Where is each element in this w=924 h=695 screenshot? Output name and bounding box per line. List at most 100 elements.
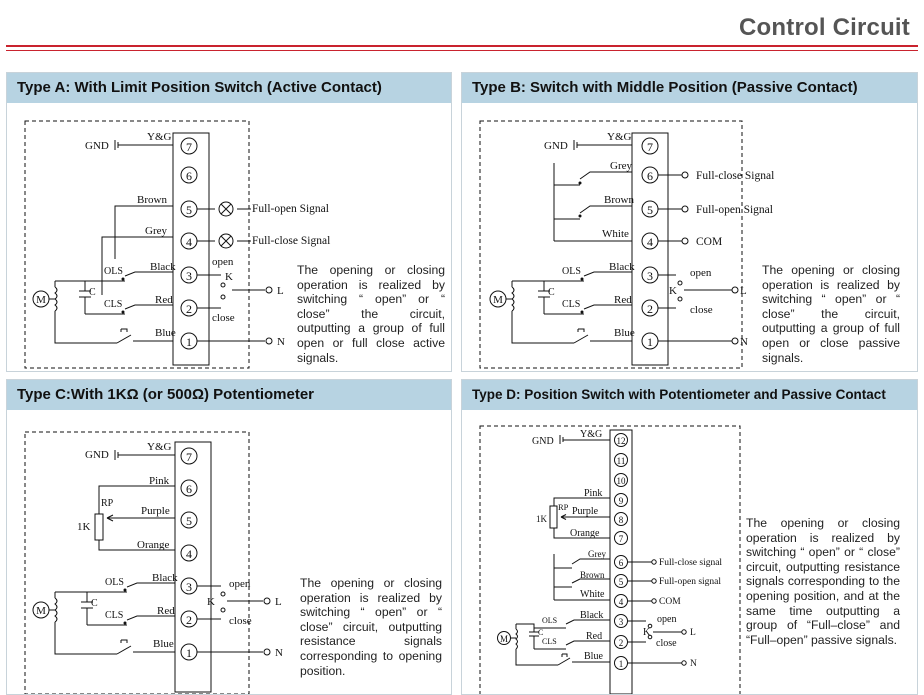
terminal-5: 5	[180, 200, 198, 218]
terminal-block	[174, 441, 212, 693]
rp-label: RP	[558, 502, 569, 512]
rp-label: RP	[101, 498, 114, 509]
circuit-diagram: 7 6 5 4 3 2 1 GND Y&G Grey Brown White F…	[479, 120, 774, 369]
full-close-signal-label: Full-close Signal	[696, 170, 774, 182]
svg-text:1: 1	[186, 335, 192, 349]
black-wire-label: Black	[150, 261, 176, 273]
pink-wire-label: Pink	[149, 475, 170, 487]
resistance-label: 1K	[536, 514, 548, 524]
terminal-3: 3	[180, 266, 198, 284]
terminal-1: 1	[180, 332, 198, 350]
panel-description: The opening or closing operation is real…	[762, 263, 900, 365]
potentiometer-symbol	[549, 505, 558, 529]
terminal-7: 7	[180, 447, 198, 465]
terminal-6: 6	[614, 555, 628, 569]
svg-text:3: 3	[647, 269, 653, 283]
n-label: N	[690, 659, 697, 669]
panel-type-d: Type D: Position Switch with Potentiomet…	[461, 379, 918, 695]
purple-wire	[560, 514, 610, 520]
ground-symbol	[559, 435, 610, 444]
svg-text:7: 7	[619, 534, 624, 544]
svg-text:7: 7	[647, 140, 653, 154]
cls-label: CLS	[562, 299, 580, 310]
pink-wire	[553, 497, 610, 506]
blue-wire-label: Blue	[584, 651, 603, 662]
motor-windings	[49, 592, 117, 655]
terminal-block	[631, 132, 669, 366]
white-wire-label: White	[602, 228, 629, 240]
black-wire	[85, 271, 173, 282]
terminal-5: 5	[614, 574, 628, 588]
red-wire-label: Red	[155, 294, 173, 306]
grey-wire-label: Grey	[588, 549, 606, 559]
open-label: open	[657, 614, 676, 625]
brown-wire	[554, 578, 610, 588]
full-close-signal-label: Full-close signal	[659, 558, 722, 568]
title-rule	[6, 45, 918, 47]
brown-wire	[554, 205, 632, 220]
enclosure-border	[479, 425, 741, 694]
k-label: K	[669, 285, 677, 297]
black-wire	[87, 582, 175, 593]
circuit-diagram: 7 6 5 4 3 2 1 GND Y&G Pink RP 1K Purple …	[24, 431, 283, 694]
gnd-label: GND	[85, 449, 109, 461]
svg-text:1: 1	[186, 646, 192, 660]
potentiometer-symbol	[94, 513, 104, 541]
terminal-7: 7	[180, 137, 198, 155]
blue-wire-label: Blue	[614, 327, 635, 339]
grey-wire-label: Grey	[610, 160, 632, 172]
k-switch-leads	[658, 274, 676, 309]
ols-label: OLS	[562, 266, 581, 277]
svg-text:5: 5	[647, 203, 653, 217]
svg-text:11: 11	[617, 456, 626, 466]
ground-symbol	[114, 140, 173, 150]
n-label: N	[740, 336, 748, 348]
k-switch-leads	[197, 585, 221, 620]
svg-text:M: M	[500, 634, 508, 644]
panel-title: Type C:With 1KΩ (or 500Ω) Potentiometer	[7, 380, 451, 410]
panel-description: The opening or closing operation is real…	[297, 263, 445, 365]
ols-label: OLS	[105, 577, 124, 588]
svg-text:10: 10	[617, 476, 627, 486]
brown-wire-label: Brown	[580, 570, 605, 580]
terminal-5: 5	[180, 511, 198, 529]
open-label: open	[690, 267, 712, 279]
l-label: L	[690, 628, 696, 638]
gnd-label: GND	[544, 140, 568, 152]
k-switch-leads	[627, 620, 646, 643]
blue-wire	[557, 653, 610, 666]
signal-leads	[658, 174, 682, 242]
l-label: L	[275, 596, 282, 608]
svg-text:2: 2	[186, 302, 192, 316]
svg-text:7: 7	[186, 140, 192, 154]
gnd-label: GND	[85, 140, 109, 152]
close-label: close	[229, 615, 252, 627]
svg-text:3: 3	[186, 269, 192, 283]
panel-type-a: Type A: With Limit Position Switch (Acti…	[6, 72, 452, 372]
svg-text:6: 6	[619, 558, 624, 568]
svg-text:M: M	[36, 294, 46, 306]
pink-wire	[98, 485, 175, 514]
terminal-6: 6	[180, 166, 198, 184]
svg-text:6: 6	[647, 169, 653, 183]
panel-description: The opening or closing operation is real…	[300, 576, 442, 678]
pink-wire-label: Pink	[584, 488, 602, 499]
open-label: open	[229, 578, 251, 590]
circuit-diagram: 12 11 10 9 8 7 6 5 4 3 2 1 GND Y&G Pink …	[479, 425, 741, 694]
svg-text:8: 8	[619, 515, 624, 525]
com-label: COM	[659, 597, 681, 607]
blue-wire-label: Blue	[153, 638, 174, 650]
k-label: K	[643, 627, 651, 638]
purple-wire-label: Purple	[141, 505, 170, 517]
enclosure-border	[24, 431, 250, 694]
circuit-diagram: 7 6 5 4 3 2 1 GND Y&G Brown Grey Full-op…	[24, 120, 330, 369]
grey-wire	[554, 558, 610, 569]
terminal-12: 12	[614, 433, 628, 447]
motor-symbol: M	[32, 601, 50, 619]
k-label: K	[225, 271, 233, 283]
blue-wire	[573, 328, 632, 344]
cls-label: CLS	[105, 610, 123, 621]
svg-text:9: 9	[619, 496, 624, 506]
svg-text:3: 3	[619, 617, 624, 627]
svg-text:12: 12	[617, 436, 626, 446]
